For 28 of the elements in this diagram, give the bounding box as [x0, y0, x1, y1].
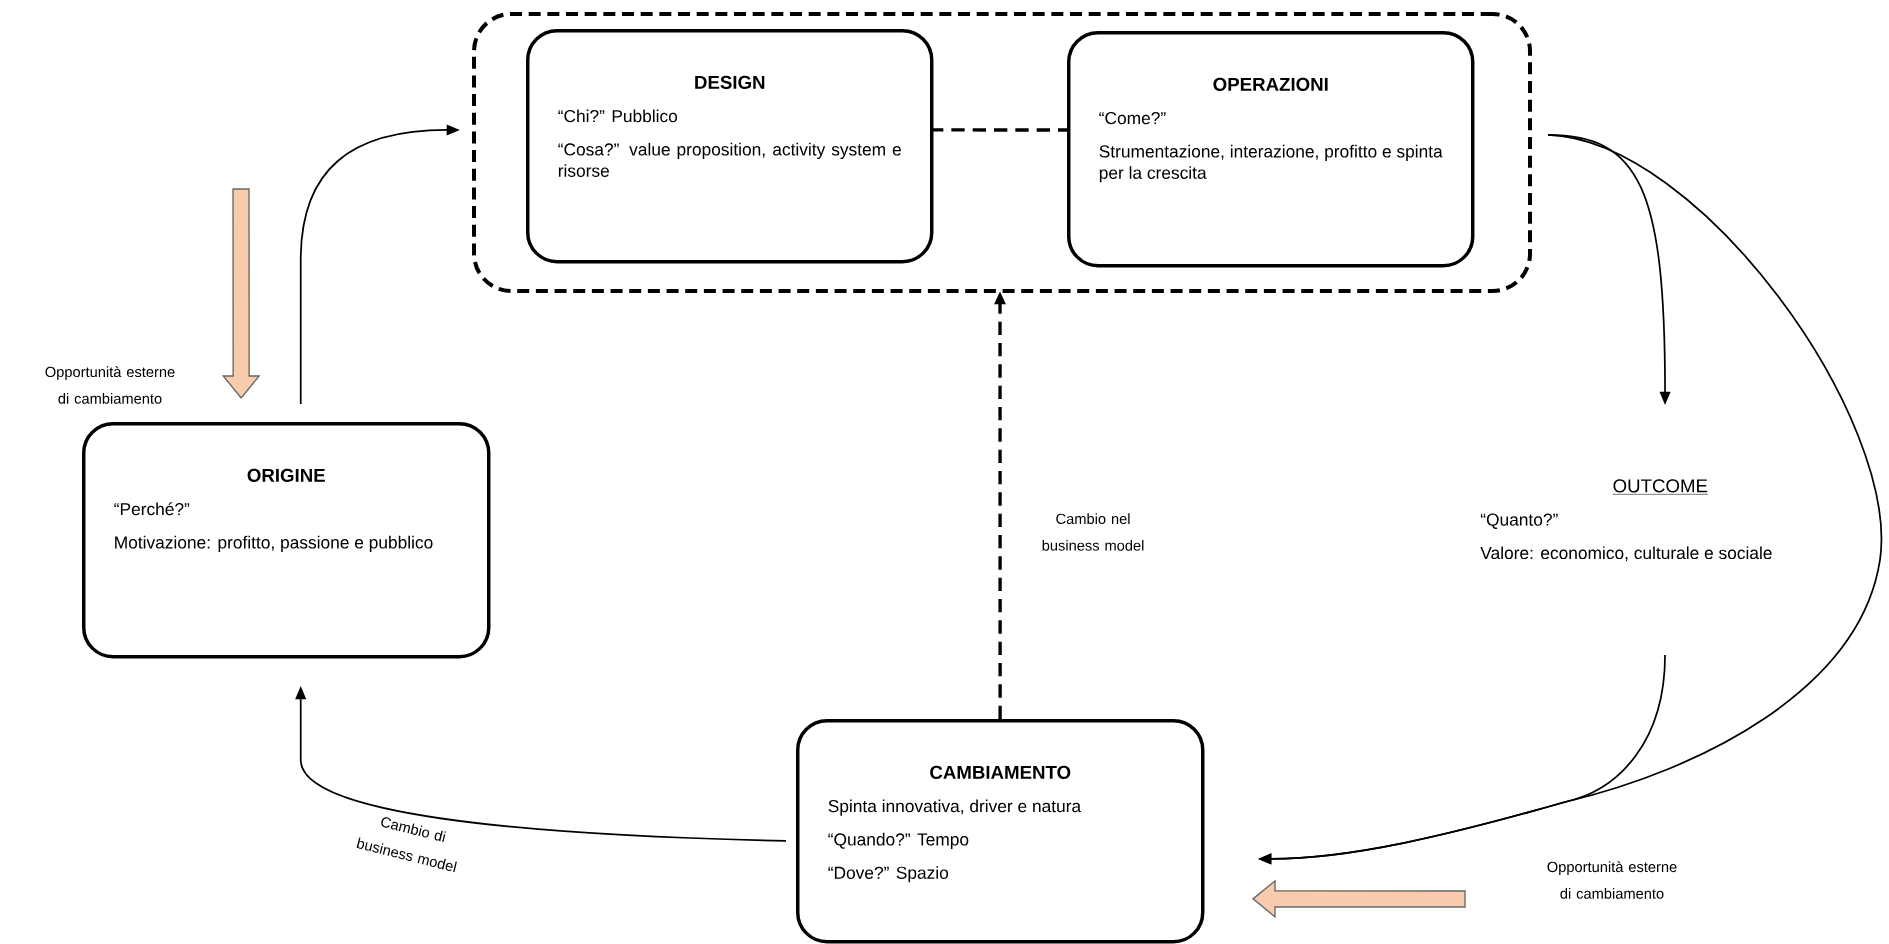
edge-label: Cambio nel business model [1042, 513, 1144, 551]
block-arrow [1251, 879, 1466, 919]
heading: OUTCOME [1612, 479, 1709, 495]
body-text: “Dove?” Spazio [828, 866, 949, 883]
dashed-group-frame [472, 12, 1532, 293]
note-text: Opportunità esterne di cambiamento [45, 366, 175, 404]
process-box [526, 28, 934, 264]
body-text: Strumentazione, interazione, profitto e spinta per la crescita [1099, 144, 1443, 183]
body-text: “Quando?” Tempo [828, 832, 969, 849]
body-text: Motivazione: profitto, passione e pubblico [115, 535, 433, 552]
heading: ORIGINE [247, 468, 325, 482]
body-text: Valore: economico, culturale e sociale [1480, 546, 1772, 562]
heading: OPERAZIONI [1213, 77, 1328, 91]
note-text: Opportunità esterne di cambiamento [1547, 861, 1677, 899]
body-text: “Cosa?” value proposition, activity system e risorse [558, 142, 901, 177]
process-box [82, 421, 491, 659]
heading: DESIGN [695, 75, 765, 89]
body-text: “Come?” [1099, 111, 1166, 125]
body-text: Spinta innovativa, driver e natura [828, 799, 1082, 816]
heading: CAMBIAMENTO [930, 765, 1071, 779]
body-text: “Quanto?” [1480, 513, 1558, 529]
text-block [1480, 479, 1772, 562]
process-box [1067, 31, 1475, 268]
block-arrow [221, 188, 261, 400]
process-box [796, 719, 1205, 944]
body-text: “Chi?” Pubblico [558, 109, 678, 123]
edge-label: Cambio di business model [356, 817, 457, 873]
body-text: “Perché?” [114, 502, 190, 516]
